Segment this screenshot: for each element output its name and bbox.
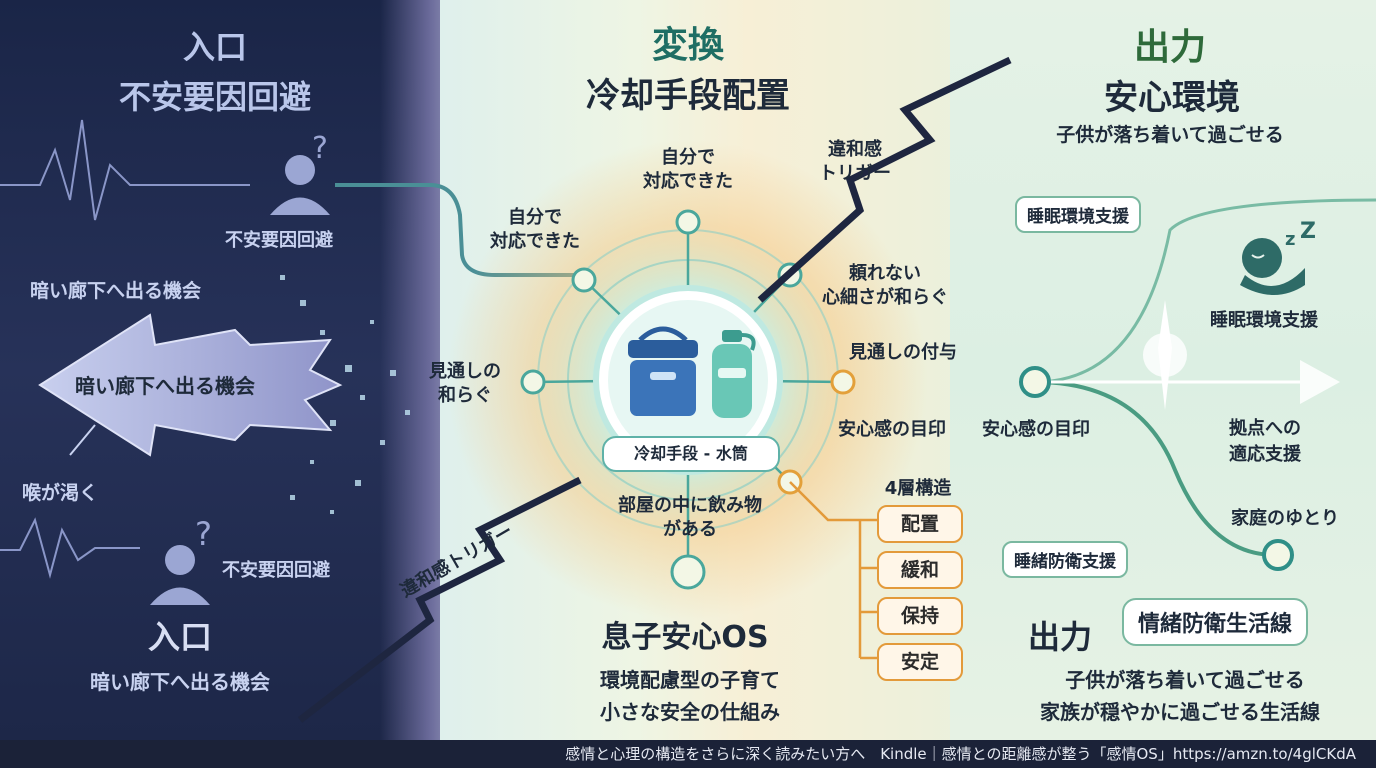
- trigger-top-label: 違和感 トリガー: [819, 139, 891, 184]
- cooler-box-icon: [628, 326, 698, 416]
- sparkle-ray: [1158, 300, 1172, 410]
- thirst-label: 喉が渇く: [22, 482, 99, 504]
- mark-label: 安心感の目印: [982, 419, 1090, 440]
- person-question-icon: ?: [270, 131, 330, 215]
- node-bottom-label: 部屋の中に飲み物 がある: [618, 495, 762, 540]
- trigger-bolt-bottom: [297, 476, 582, 723]
- os-line1: 環境配慮型の子育て: [600, 668, 780, 692]
- person-top-label: 不安要因回避: [225, 230, 333, 251]
- node-top-label: 自分で 対応できた: [643, 147, 733, 192]
- sleep-support-bubble: 睡眠環境支援: [1015, 196, 1141, 233]
- output-arrowhead: [1300, 360, 1340, 404]
- adapt-label: 拠点への 適応支援: [1229, 418, 1301, 465]
- center-label: 冷却手段 - 水筒: [602, 436, 780, 472]
- trigger-bolt-top: [757, 56, 1012, 303]
- output-subtitle: 安心環境: [1104, 78, 1240, 118]
- sleeping-face-icon: [1240, 238, 1305, 295]
- node-topleft-label: 自分で 対応できた: [490, 207, 580, 252]
- zz-icon: Z: [1300, 219, 1316, 244]
- family-node: [1262, 539, 1294, 571]
- node-left-label: 見通しの 和らぐ: [429, 361, 501, 406]
- entry-subtitle: 不安要因回避: [118, 78, 311, 116]
- layer-bracket: [789, 481, 877, 660]
- person-question-icon: ?: [150, 515, 212, 605]
- transform-title: 変換: [651, 25, 724, 66]
- output-bottom-title: 出力: [1027, 618, 1092, 656]
- arrow-label: 暗い廊下へ出る機会: [75, 374, 255, 398]
- hallway-label-small: 暗い廊下へ出る機会: [30, 280, 202, 302]
- thirst-pointer: [69, 424, 96, 456]
- hallway-arrow: [38, 313, 343, 457]
- diagram-graphics: ? ?: [0, 56, 1376, 723]
- output-title: 出力: [1133, 27, 1206, 68]
- entry-bottom-subtitle: 暗い廊下へ出る機会: [90, 670, 270, 694]
- zz-icon: z: [1285, 229, 1295, 250]
- entry-title: 入口: [182, 28, 247, 66]
- transform-subtitle: 冷却手段配置: [586, 76, 790, 116]
- sleep-support-label: 睡眠環境支援: [1210, 310, 1318, 331]
- svg-text:?: ?: [312, 131, 328, 166]
- os-title: 息子安心OS: [601, 620, 769, 655]
- layer-placement: 配置: [877, 505, 963, 543]
- guard-line-badge: 情緒防衛生活線: [1122, 598, 1309, 646]
- output-flow-upper: [1034, 198, 1376, 384]
- node-right-top-label: 頼れない 心細さが和らぐ: [822, 263, 948, 308]
- layer-hold: 保持: [877, 597, 963, 635]
- heartbeat-wave-bottom: [0, 517, 140, 579]
- mark-node: [1019, 366, 1051, 398]
- entry-bottom-title: 入口: [147, 618, 212, 656]
- water-bottle-icon: [712, 330, 756, 418]
- layer-relief: 緩和: [877, 551, 963, 589]
- output-bottom-line2: 家族が穏やかに過ごせる生活線: [1040, 700, 1320, 724]
- guard-support-bubble: 睡緒防衛支援: [1002, 541, 1128, 578]
- node-right-label: 見通しの付与: [849, 342, 957, 363]
- footer-text: 感情と心理の構造をさらに深く読みたい方へ Kindle｜感情との距離感が整う「感…: [565, 745, 1356, 763]
- layers-title: 4層構造: [884, 478, 952, 499]
- output-bottom-line1: 子供が落ち着いて過ごせる: [1065, 668, 1305, 692]
- node-right-low-label: 安心感の目印: [838, 419, 946, 440]
- output-tagline: 子供が落ち着いて過ごせる: [1056, 124, 1284, 146]
- svg-text:?: ?: [195, 515, 212, 553]
- person-bottom-label: 不安要因回避: [222, 560, 330, 581]
- heartbeat-wave-top: [0, 119, 250, 221]
- layer-stable: 安定: [877, 643, 963, 681]
- output-flow-lower: [1034, 380, 1276, 557]
- footer-bar: 感情と心理の構造をさらに深く読みたい方へ Kindle｜感情との距離感が整う「感…: [0, 740, 1376, 768]
- os-line2: 小さな安全の仕組み: [600, 700, 780, 724]
- scatter-particles: [280, 275, 410, 514]
- family-label: 家庭のゆとり: [1231, 508, 1339, 529]
